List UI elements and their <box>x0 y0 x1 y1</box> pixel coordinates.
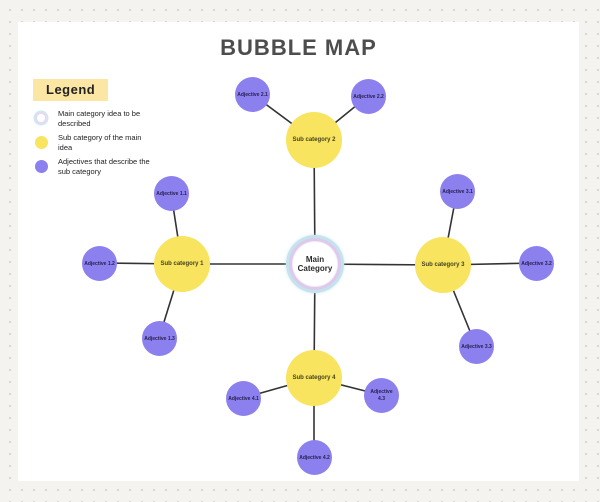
sub-category-1-bubble[interactable]: Sub category 1 <box>154 236 210 292</box>
adjective-2-2-bubble[interactable]: Adjective 2.2 <box>351 79 386 114</box>
legend-item-adjective: Adjectives that describe the sub categor… <box>33 157 153 176</box>
legend-item-sub-category: Sub category of the main idea <box>33 133 153 152</box>
main-category-ring-icon <box>33 110 49 126</box>
sub-category-4-bubble[interactable]: Sub category 4 <box>286 350 342 406</box>
sub-category-circle-icon <box>33 134 49 150</box>
main-category-bubble[interactable]: Main Category <box>293 242 337 286</box>
adjective-1-1-bubble[interactable]: Adjective 1.1 <box>154 176 189 211</box>
sub-category-3-bubble[interactable]: Sub category 3 <box>415 237 471 293</box>
bubble-map: Main Category Sub category 1 Sub categor… <box>18 22 579 481</box>
legend-item-label: Main category idea to be described <box>58 109 141 128</box>
legend-header: Legend <box>33 79 109 101</box>
adjective-4-3-bubble[interactable]: Adjective 4.3 <box>364 378 399 413</box>
adjective-circle-icon <box>33 158 49 174</box>
sub-category-2-bubble[interactable]: Sub category 2 <box>286 112 342 168</box>
legend-item-main-category: Main category idea to be described <box>33 109 153 128</box>
legend: Legend Main category idea to be describe… <box>33 79 153 181</box>
page-title: BUBBLE MAP <box>220 35 377 60</box>
whiteboard-canvas: BUBBLE MAP Legend Main category idea to … <box>18 22 579 481</box>
legend-item-label: Sub category of the main idea <box>58 133 142 152</box>
adjective-4-2-bubble[interactable]: Adjective 4.2 <box>297 440 332 475</box>
legend-items: Main category idea to be described Sub c… <box>33 109 153 176</box>
adjective-3-3-bubble[interactable]: Adjective 3.3 <box>459 329 494 364</box>
adjective-1-2-bubble[interactable]: Adjective 1.2 <box>82 246 117 281</box>
adjective-3-1-bubble[interactable]: Adjective 3.1 <box>440 174 475 209</box>
legend-item-label: Adjectives that describe the sub categor… <box>58 157 150 176</box>
adjective-1-3-bubble[interactable]: Adjective 1.3 <box>142 321 177 356</box>
adjective-3-2-bubble[interactable]: Adjective 3.2 <box>519 246 554 281</box>
adjective-4-1-bubble[interactable]: Adjective 4.1 <box>226 381 261 416</box>
adjective-2-1-bubble[interactable]: Adjective 2.1 <box>235 77 270 112</box>
